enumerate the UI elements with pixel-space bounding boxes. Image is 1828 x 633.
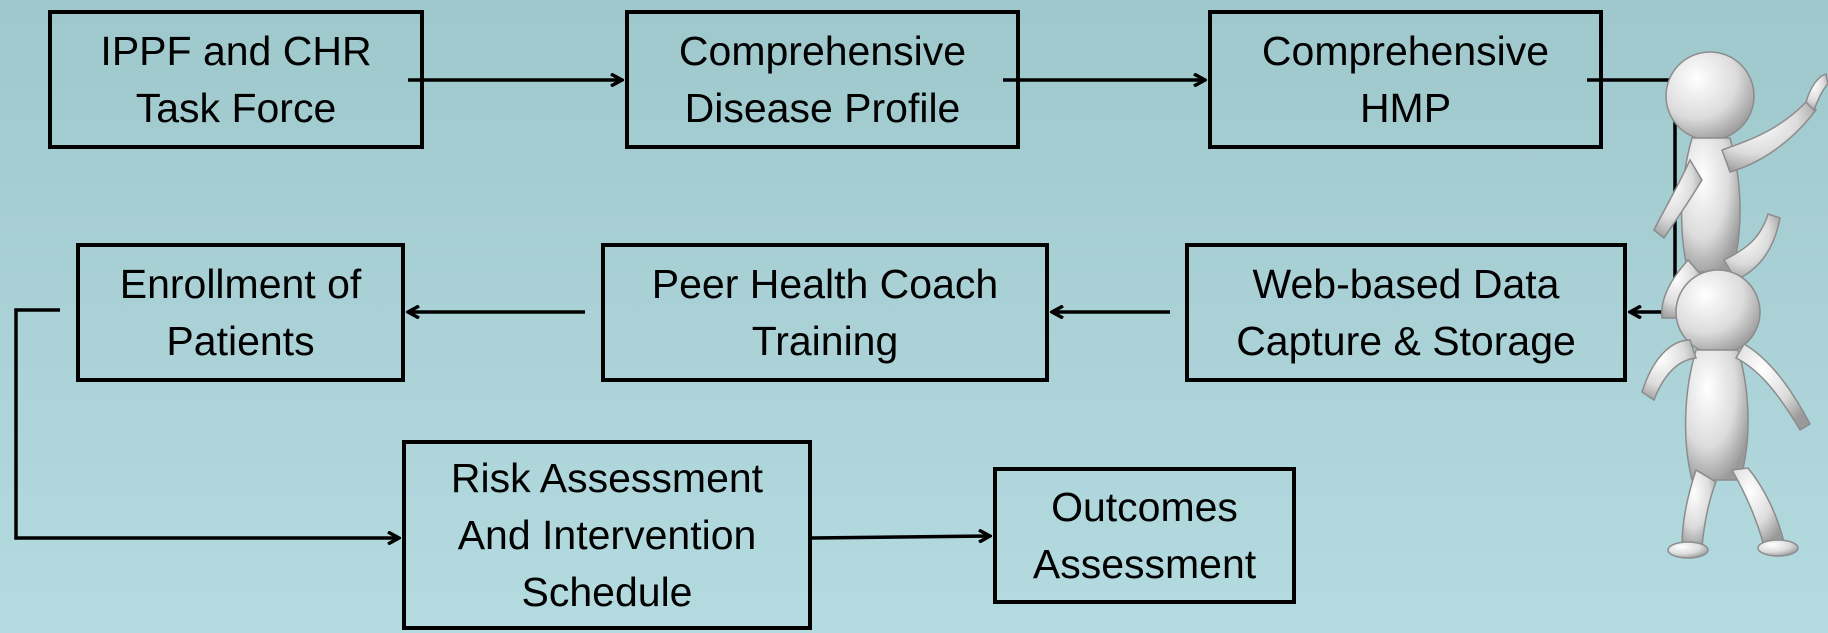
node-risk-assessment: Risk Assessment And Intervention Schedul… [402, 440, 812, 630]
node-enrollment-label: Enrollment of Patients [119, 260, 362, 364]
node-ippf-task-force-label: IPPF and CHR Task Force [100, 27, 372, 131]
node-web-data-capture-label: Web-based Data Capture & Storage [1236, 260, 1576, 364]
node-web-data-capture: Web-based Data Capture & Storage [1185, 243, 1627, 382]
arrow-risk-to-outcomes [811, 536, 990, 538]
node-peer-health-coach: Peer Health Coach Training [601, 243, 1049, 382]
stick-figures-climbing-icon [1641, 51, 1828, 559]
node-comprehensive-disease-profile-label: Comprehensive Disease Profile [678, 27, 967, 131]
node-risk-assessment-label: Risk Assessment And Intervention Schedul… [450, 454, 764, 615]
node-peer-health-coach-label: Peer Health Coach Training [651, 260, 999, 364]
arrow-enrollment-to-risk [14, 308, 399, 538]
node-outcomes-assessment: Outcomes Assessment [993, 467, 1296, 604]
node-comprehensive-hmp: Comprehensive HMP [1208, 10, 1603, 149]
node-ippf-task-force: IPPF and CHR Task Force [48, 10, 424, 149]
node-enrollment: Enrollment of Patients [76, 243, 405, 382]
node-comprehensive-hmp-label: Comprehensive HMP [1261, 27, 1550, 131]
node-outcomes-assessment-label: Outcomes Assessment [1032, 483, 1257, 587]
node-comprehensive-disease-profile: Comprehensive Disease Profile [625, 10, 1020, 149]
